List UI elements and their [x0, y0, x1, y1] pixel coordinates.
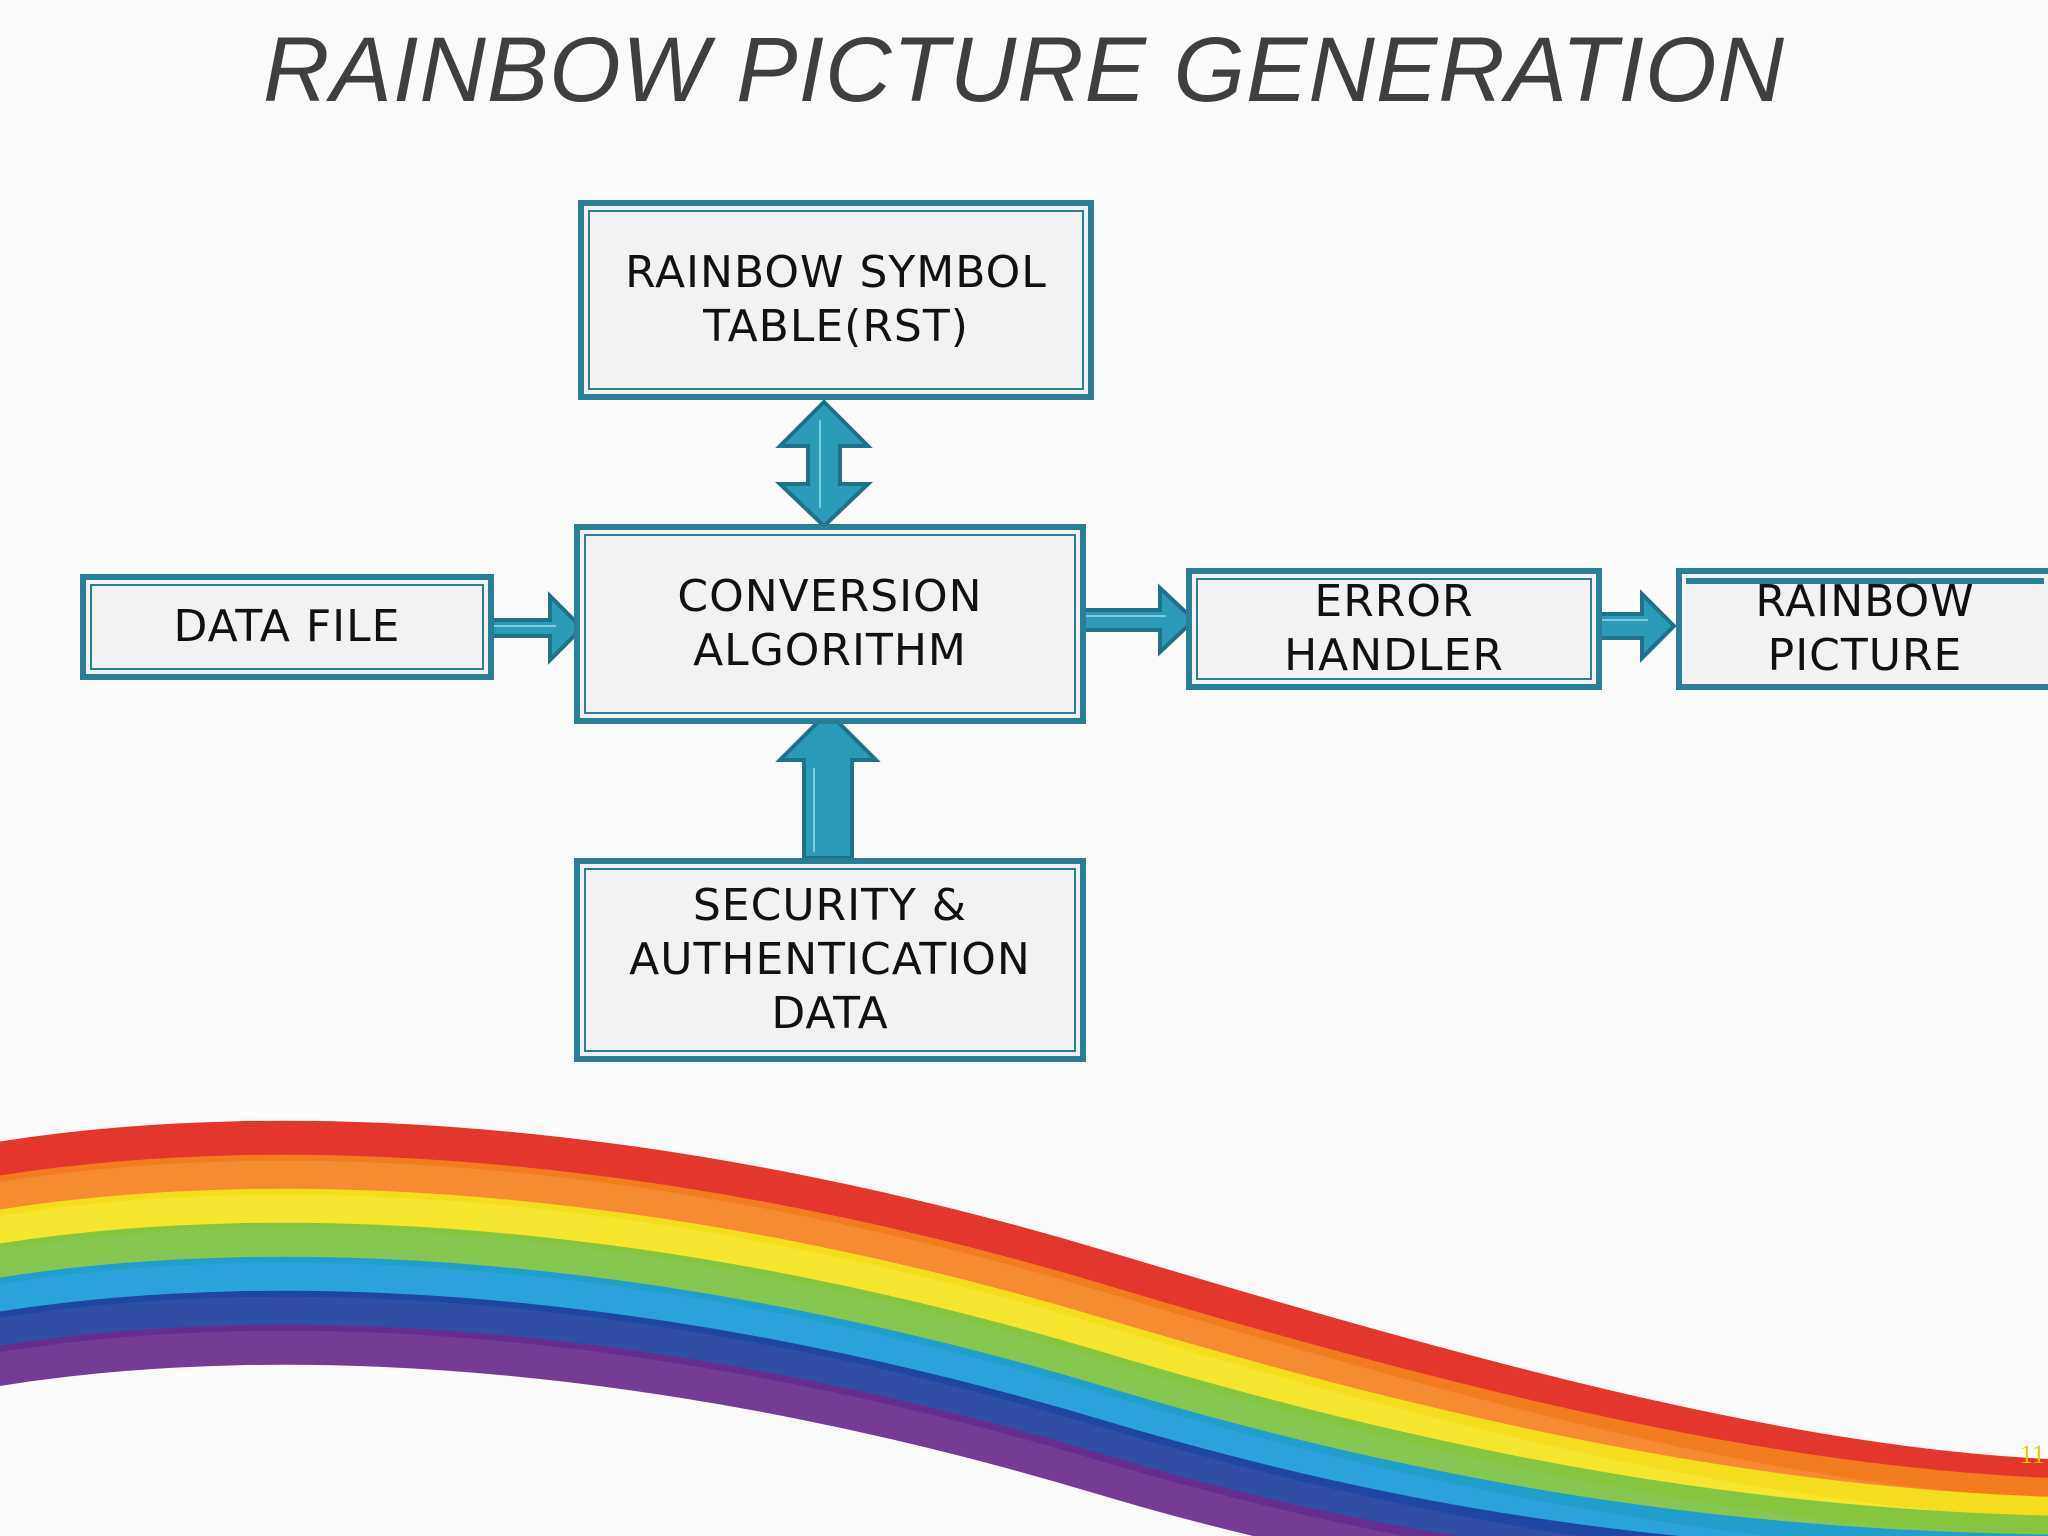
rainbow-band: [0, 1256, 2048, 1536]
node-rainbow-symbol-table: RAINBOW SYMBOL TABLE(RST): [578, 200, 1094, 400]
rainbow-band: [0, 1324, 1459, 1536]
arrow-datafile-to-conversion: [488, 591, 585, 665]
arrow-rst-conversion-bidirectional: [775, 399, 873, 529]
node-security-authentication-data: SECURITY & AUTHENTICATION DATA: [574, 858, 1086, 1062]
node-error-handler: ERROR HANDLER: [1186, 568, 1602, 690]
node-rainbow-picture: RAINBOW PICTURE: [1676, 568, 2048, 690]
rainbow-band: [0, 1188, 2048, 1536]
page-title: RAINBOW PICTURE GENERATION: [263, 19, 1785, 121]
rainbow-band: [0, 1222, 2048, 1536]
arrow-security-to-conversion: [775, 709, 881, 860]
arrow-error-handler-to-rainbow-picture: [1596, 589, 1677, 663]
node-data-file: DATA FILE: [80, 574, 494, 680]
rainbow-band: [0, 1290, 1681, 1536]
arrow-conversion-to-error-handler: [1078, 583, 1197, 657]
page-number: 11: [2020, 1440, 2046, 1469]
node-conversion-algorithm: CONVERSION ALGORITHM: [574, 524, 1086, 724]
rainbow-band: [0, 1154, 2048, 1518]
rainbow-band: [0, 1120, 2048, 1500]
